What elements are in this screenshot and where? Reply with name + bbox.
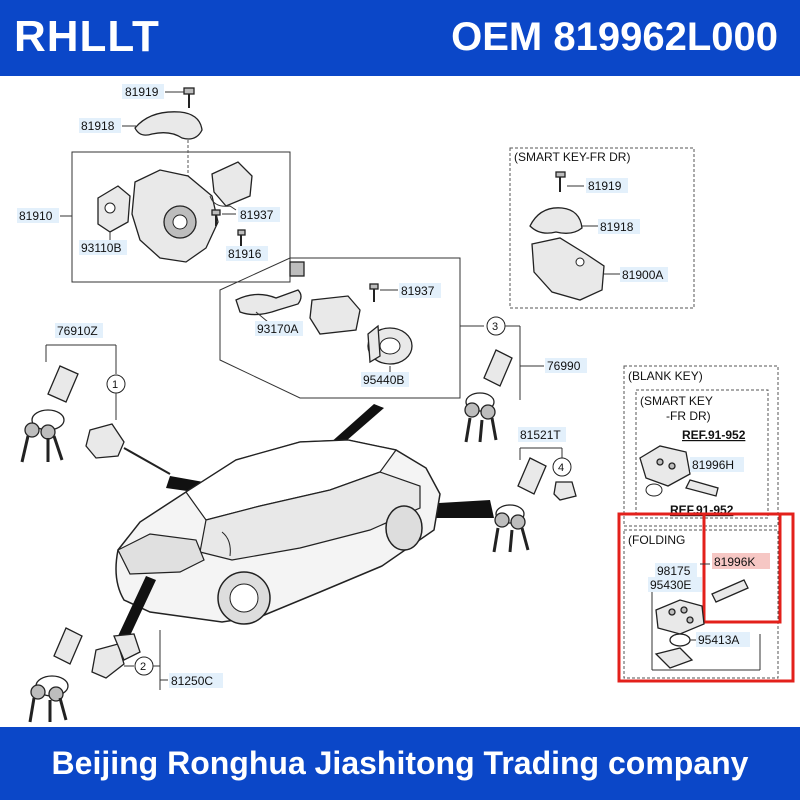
callout-2: 2 [140, 661, 146, 673]
car-illustration [115, 404, 494, 640]
label-s81900A: 81900A [622, 268, 663, 282]
label-81996H: 81996H [692, 458, 734, 472]
smart-lock-body-icon [531, 237, 605, 301]
trunk-lock-cylinder-icon [91, 643, 125, 679]
shroud-cover-icon [134, 111, 203, 140]
ref-91-952-top: REF.91-952 [682, 428, 746, 442]
key-set-81521T-group: 81521T 4 [492, 427, 577, 553]
callout-circle [552, 457, 572, 477]
key-icon [510, 514, 526, 530]
blank-blade-icon [685, 479, 719, 497]
cylinder-box [219, 257, 461, 399]
smart-key-box [509, 147, 695, 309]
screw-icon [369, 283, 379, 302]
blank-key-group: (BLANK KEY) (SMART KEY -FR DR) REF.91-95… [623, 365, 779, 527]
key-cylinder-icon [309, 295, 361, 335]
folding-blade-icon [711, 579, 749, 603]
callout-4: 4 [558, 462, 564, 474]
label-93110B: 93110B [81, 241, 121, 255]
key-tag-icon [47, 365, 79, 403]
key-set-76990-group [464, 349, 513, 443]
key-icon [494, 512, 510, 528]
blank-key-title: (BLANK KEY) [628, 369, 703, 383]
label-95430E: 95430E [650, 578, 691, 592]
smart-key-fob-icon [639, 445, 691, 487]
folding-key-fob-icon [655, 599, 705, 635]
key-tag-icon [53, 627, 83, 665]
label-98175: 98175 [657, 564, 691, 578]
folding-key-box [623, 529, 779, 679]
highlight-frame-inner [702, 512, 782, 624]
label-81250C: 81250C [171, 674, 213, 688]
label-81910: 81910 [19, 209, 53, 223]
folding-title: (FOLDING [628, 533, 685, 547]
steering-lock-group: 81919 81918 81910 93110B [17, 84, 291, 283]
label-81918: 81918 [81, 119, 115, 133]
label-s81918: 81918 [600, 220, 634, 234]
key-icon [30, 684, 46, 700]
brand-name: RHLLT [14, 12, 160, 61]
folding-key-group: (FOLDING 81996K 98175 95430E 95413A [617, 512, 795, 683]
key-icon [480, 404, 496, 420]
key-icon [48, 686, 64, 702]
parts-diagram: 81919 81918 81910 93110B [17, 84, 795, 723]
lock-cap-icon [553, 481, 577, 501]
smart-key-sub-box [635, 389, 769, 519]
company-name: Beijing Ronghua Jiashitong Trading compa… [51, 745, 749, 781]
screw-icon [211, 209, 221, 226]
label-81937-a: 81937 [240, 208, 274, 222]
door-lock-cylinder-icon [85, 423, 125, 459]
label-81521T: 81521T [520, 428, 561, 442]
footer-banner: Beijing Ronghua Jiashitong Trading compa… [0, 727, 800, 800]
smart-key-line1: (SMART KEY [640, 394, 713, 408]
label-95413A: 95413A [698, 633, 739, 647]
header-banner: RHLLT OEM 819962L000 [0, 0, 800, 76]
circuit-board-icon [654, 647, 694, 669]
bolt-icon [237, 229, 246, 246]
key-icon [464, 402, 480, 418]
label-93170A: 93170A [257, 322, 298, 336]
trunk-lock-group: 2 81250C [28, 627, 223, 723]
oem-number: OEM 819962L000 [451, 15, 778, 59]
key-icon [24, 422, 40, 438]
lock-assembly-box [71, 151, 291, 283]
pointer-arrow [118, 576, 156, 640]
cylinder-lever-icon [235, 289, 302, 316]
shroud-cover-icon [529, 207, 583, 234]
label-81937-b: 81937 [401, 284, 435, 298]
callout-3: 3 [492, 321, 498, 333]
label-76990: 76990 [547, 359, 581, 373]
key-tag-icon [517, 457, 547, 495]
label-81996K: 81996K [714, 555, 755, 569]
smart-key-title: (SMART KEY-FR DR) [514, 150, 630, 164]
label-81916: 81916 [228, 247, 262, 261]
key-tag-icon [483, 349, 513, 387]
key-set-76910Z-group: 76910Z 1 [20, 323, 171, 475]
label-81919: 81919 [125, 85, 159, 99]
key-cylinder-group: 93170A 81937 95440B 3 769 [219, 257, 587, 400]
battery-icon [669, 633, 691, 647]
callout-1: 1 [112, 379, 118, 391]
label-76910Z: 76910Z [57, 324, 98, 338]
label-s81919: 81919 [588, 179, 622, 193]
smart-key-fr-dr-group: (SMART KEY-FR DR) 81919 81918 81900A [509, 147, 695, 309]
smart-key-line2: -FR DR) [666, 409, 711, 423]
screw-icon [183, 87, 195, 108]
blank-key-box [623, 365, 779, 527]
label-95440B: 95440B [363, 373, 404, 387]
screw-icon [555, 171, 566, 192]
